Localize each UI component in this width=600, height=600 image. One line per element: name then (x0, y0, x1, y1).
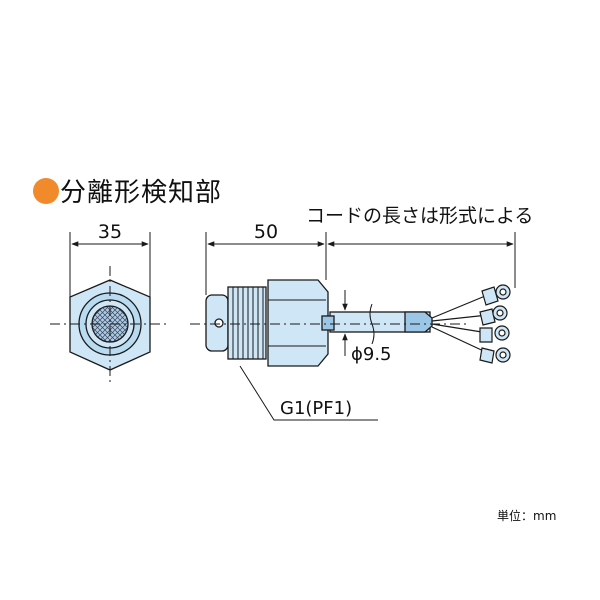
diagram-title: 分離形検知部 (60, 178, 223, 208)
orange-bullet-icon (33, 178, 59, 204)
thread-lines (232, 287, 264, 359)
side-view (205, 279, 433, 367)
unit-note: 単位：mm (497, 509, 557, 523)
neck (321, 315, 335, 331)
ring-terminals (479, 284, 511, 364)
thread-body (227, 286, 267, 360)
hex-nut-side (267, 279, 329, 367)
dim-50-label: 50 (254, 221, 278, 243)
screw-hole (214, 318, 224, 328)
cord-length-note: コードの長さは形式による (306, 205, 533, 227)
cord-sleeve (404, 311, 433, 333)
dim-35-label: 35 (98, 221, 122, 243)
cord-diameter-label: ϕ9.5 (351, 344, 392, 365)
thread-leader (239, 365, 378, 421)
thread-spec-label: G1(PF1) (280, 398, 352, 419)
lead-wires (431, 293, 491, 355)
